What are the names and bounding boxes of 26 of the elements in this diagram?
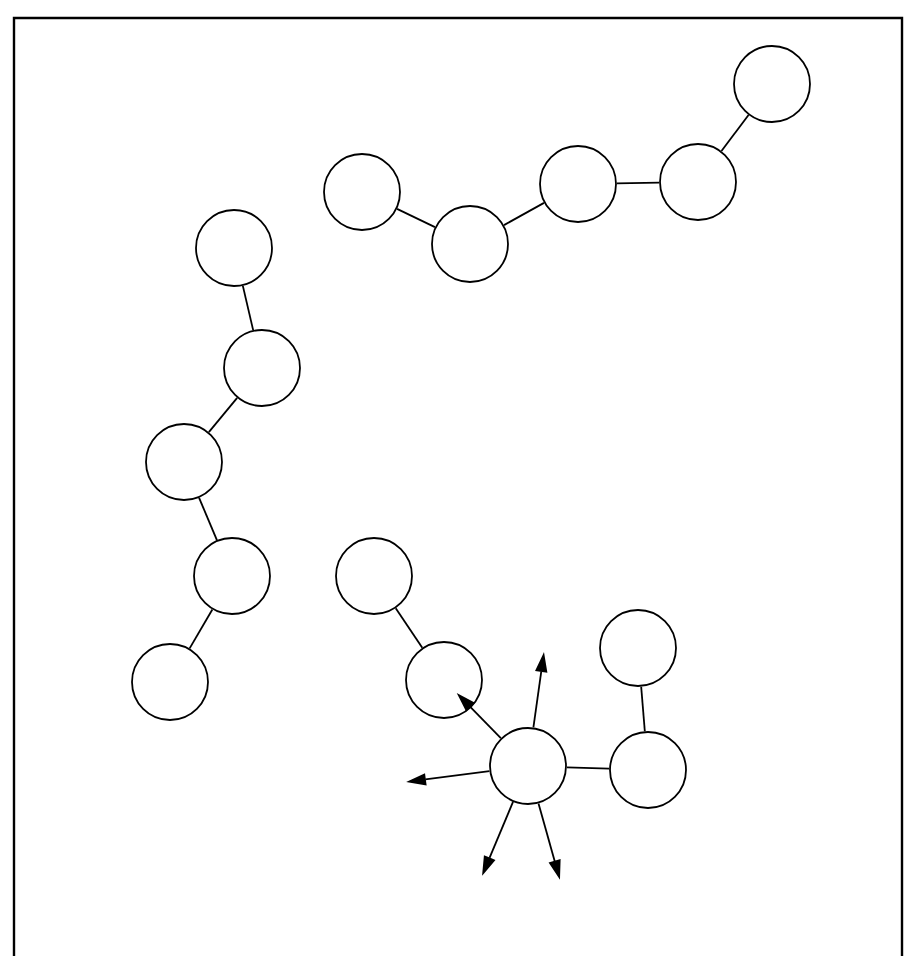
connector-line — [396, 207, 436, 228]
circle-node — [609, 731, 687, 809]
circle-node — [223, 329, 301, 407]
circle-node — [323, 153, 401, 231]
circle-node — [539, 145, 617, 223]
circle-node — [431, 205, 509, 283]
circle-node — [335, 537, 413, 615]
circle-node — [489, 727, 567, 805]
connector-line — [188, 608, 214, 650]
connector-line — [566, 766, 610, 770]
circle-node — [659, 143, 737, 221]
circle-node — [131, 643, 209, 721]
connector-line — [198, 496, 218, 542]
connector-line — [640, 685, 646, 733]
connector-line — [241, 284, 255, 331]
circle-node — [145, 423, 223, 501]
circle-node — [405, 641, 483, 719]
circle-node — [599, 609, 677, 687]
circle-node — [193, 537, 271, 615]
connector-line — [394, 607, 424, 649]
connector-line — [720, 114, 750, 152]
circle-node — [195, 209, 273, 287]
connector-line — [616, 181, 660, 185]
connector-line — [503, 202, 545, 226]
connector-line — [207, 397, 239, 433]
circle-node — [733, 45, 811, 123]
